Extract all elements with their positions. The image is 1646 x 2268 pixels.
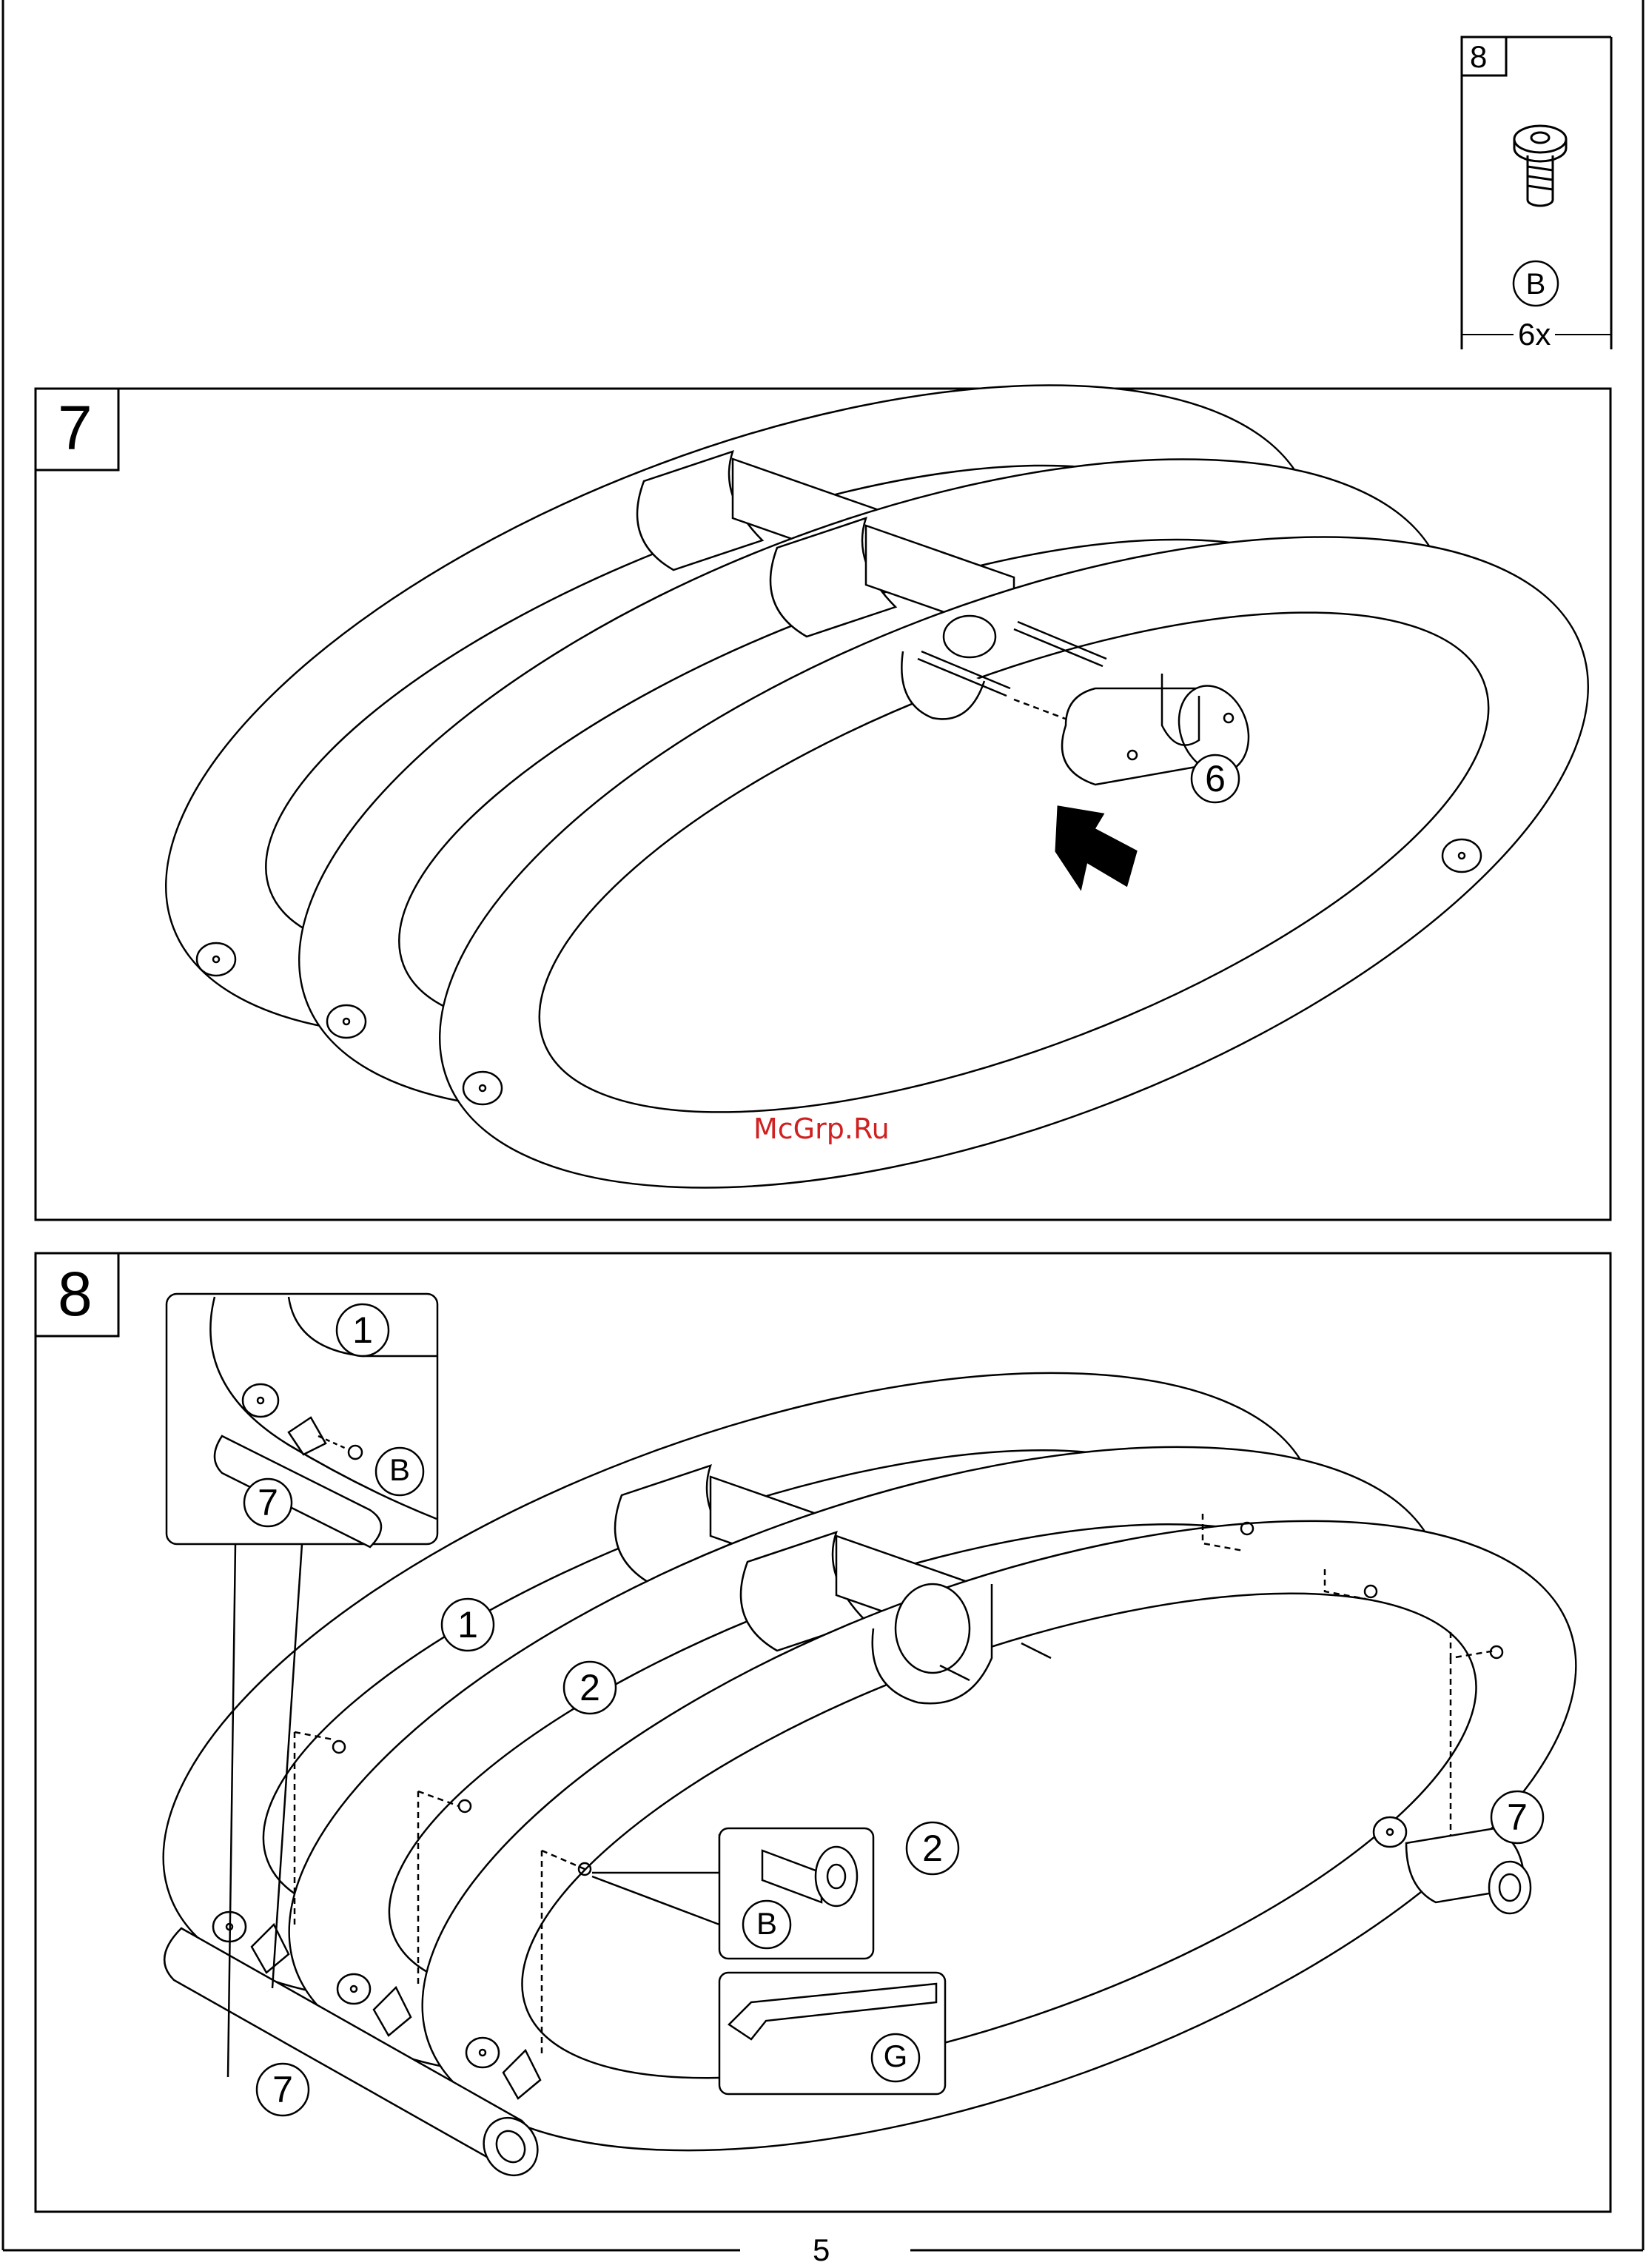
watermark: McGrp.Ru [753,1113,890,1145]
parts-box [1462,37,1611,349]
inset-callout-1: 1 [333,1312,392,1349]
inset-callout-7: 7 [238,1484,298,1521]
step7-callout-6: 6 [1186,760,1245,797]
step7-number: 7 [58,397,93,459]
parts-box-letter: B [1510,268,1562,301]
callout-2b: 2 [903,1830,962,1867]
parts-box-step: 8 [1470,41,1487,73]
callout-7-right: 7 [1488,1799,1547,1836]
step8-number: 8 [58,1263,93,1325]
callout-2: 2 [560,1669,619,1706]
page-number: 5 [804,2232,839,2268]
callout-7-left: 7 [253,2071,312,2108]
detail-callout-b: B [737,1908,796,1939]
inset-callout-b: B [370,1455,429,1486]
callout-1: 1 [438,1606,497,1643]
screw-b-icon [1514,126,1566,206]
tool-callout-g: G [866,2041,925,2072]
parts-box-quantity: 6x [1514,317,1555,352]
step7-drawing [81,251,1646,1321]
